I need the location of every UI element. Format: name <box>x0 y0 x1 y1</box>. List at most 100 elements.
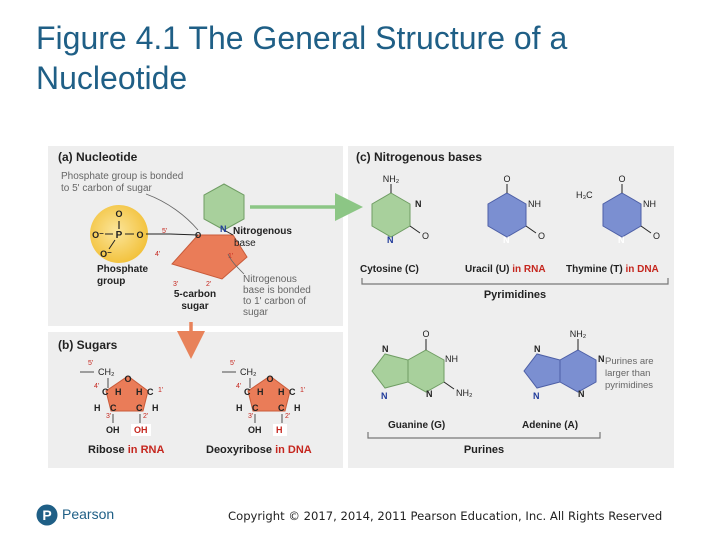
base-note-pointer <box>227 253 245 275</box>
svg-text:H: H <box>152 403 159 413</box>
guanine-label: Guanine (G) <box>388 420 445 431</box>
svg-text:N: N <box>426 389 433 399</box>
svg-text:C: C <box>136 403 143 413</box>
thymine-label: Thymine (T) in DNA <box>566 264 659 275</box>
phosphate-label-line1: Phosphate <box>97 264 149 275</box>
svg-text:3': 3' <box>248 413 253 420</box>
base-note-line1: Nitrogenous <box>243 274 297 285</box>
copyright-notice: Copyright © 2017, 2014, 2011 Pearson Edu… <box>228 509 663 523</box>
svg-text:NH₂: NH₂ <box>570 329 587 339</box>
panel-b-title: (b) Sugars <box>58 338 118 352</box>
sugar-pentagon <box>171 234 248 280</box>
svg-text:N: N <box>381 391 388 401</box>
svg-text:N: N <box>387 235 394 245</box>
ribose-2-group: OH <box>134 425 148 435</box>
svg-text:H₃C: H₃C <box>576 190 593 200</box>
base-label-line1: Nitrogenous <box>233 226 292 237</box>
svg-text:O: O <box>618 174 625 184</box>
svg-text:1': 1' <box>158 387 163 394</box>
svg-text:N: N <box>598 354 605 364</box>
nucleotide-figure: (a) Nucleotide Phosphate group is bonded… <box>48 146 674 468</box>
ribose-structure: 5' CH₂ O 4' C H H C 1' H C C H 3' 2' OH … <box>80 360 163 436</box>
svg-text:N: N <box>382 344 389 354</box>
svg-text:O: O <box>124 374 131 384</box>
svg-text:H: H <box>294 403 301 413</box>
svg-text:O: O <box>266 374 273 384</box>
svg-text:NH₂: NH₂ <box>383 174 400 184</box>
pyrimidines-label: Pyrimidines <box>484 289 546 301</box>
adenine-label: Adenine (A) <box>522 420 578 431</box>
thymine-structure: O H₃C NH O N <box>576 174 660 245</box>
base-n-atom: N <box>220 224 227 234</box>
panel-c-title: (c) Nitrogenous bases <box>356 150 482 164</box>
purine-note-line2: larger than <box>605 368 650 379</box>
phosphate-note-line2: to 5' carbon of sugar <box>61 183 153 194</box>
pearson-brand: Pearson <box>62 506 114 522</box>
svg-text:H: H <box>115 387 122 397</box>
purines-bracket <box>367 432 601 439</box>
svg-text:CH₂: CH₂ <box>240 367 257 377</box>
svg-text:CH₂: CH₂ <box>98 367 115 377</box>
phosphate-o-left: O⁻ <box>92 230 104 240</box>
svg-text:O: O <box>422 231 429 241</box>
pearson-logo-icon <box>36 504 58 526</box>
ribose-label: Ribose in RNA <box>88 444 164 456</box>
svg-text:4': 4' <box>236 383 241 390</box>
svg-text:O: O <box>422 329 429 339</box>
svg-text:NH₂: NH₂ <box>456 388 473 398</box>
phosphate-bond-bottom <box>108 239 116 250</box>
uracil-label: Uracil (U) in RNA <box>465 264 546 275</box>
phosphate-o-top: O <box>115 209 122 219</box>
uracil-structure: O NH O N <box>487 174 545 245</box>
svg-text:5': 5' <box>230 360 235 367</box>
phosphate-note-pointer <box>145 193 199 231</box>
panel-a-title: (a) Nucleotide <box>58 150 138 164</box>
svg-text:C: C <box>110 403 117 413</box>
svg-text:N: N <box>578 389 585 399</box>
svg-text:2': 2' <box>285 413 290 420</box>
sugar-ch2-link <box>169 233 199 236</box>
purine-note-line3: pyrimidines <box>605 380 653 391</box>
svg-text:OH: OH <box>248 425 262 435</box>
adenine-structure: NH₂ N N N N <box>523 329 605 401</box>
sugar-pos-1: 1' <box>228 253 233 260</box>
svg-text:C: C <box>252 403 259 413</box>
svg-text:N: N <box>618 235 625 245</box>
deoxyribose-2-group: H <box>276 425 283 435</box>
svg-text:OH: OH <box>106 425 120 435</box>
pearson-logo-letter: P <box>42 507 51 523</box>
base-note-line2: base is bonded <box>243 285 311 296</box>
svg-text:H: H <box>278 387 285 397</box>
phosphate-group <box>90 205 148 263</box>
svg-text:O: O <box>538 231 545 241</box>
sugar-pos-5: 5' <box>162 228 167 235</box>
svg-text:N: N <box>533 391 540 401</box>
svg-text:N: N <box>503 235 510 245</box>
phosphate-p: P <box>116 230 123 241</box>
svg-text:H: H <box>94 403 101 413</box>
sugar-pos-2: 2' <box>206 281 211 288</box>
sugar-pos-4: 4' <box>155 251 160 258</box>
svg-text:O: O <box>653 231 660 241</box>
cytosine-label: Cytosine (C) <box>360 264 419 275</box>
sugar-ring-o: O <box>195 231 201 240</box>
svg-text:NH: NH <box>528 199 541 209</box>
svg-text:NH: NH <box>445 354 458 364</box>
cytosine-structure: NH₂ N O N <box>371 174 429 245</box>
purine-note-line1: Purines are <box>605 356 654 367</box>
svg-text:N: N <box>534 344 541 354</box>
phosphate-note-line1: Phosphate group is bonded <box>61 171 183 182</box>
svg-text:H: H <box>236 403 243 413</box>
svg-text:C: C <box>244 387 251 397</box>
svg-text:O: O <box>503 174 510 184</box>
pearson-logo: P Pearson <box>36 504 114 526</box>
svg-text:C: C <box>102 387 109 397</box>
svg-text:4': 4' <box>94 383 99 390</box>
base-label-line2: base <box>234 238 256 249</box>
svg-text:H: H <box>136 387 143 397</box>
base-sugar-bond <box>223 229 234 236</box>
svg-text:H: H <box>257 387 264 397</box>
svg-text:C: C <box>289 387 296 397</box>
purines-label: Purines <box>464 444 504 456</box>
svg-text:5': 5' <box>88 360 93 367</box>
